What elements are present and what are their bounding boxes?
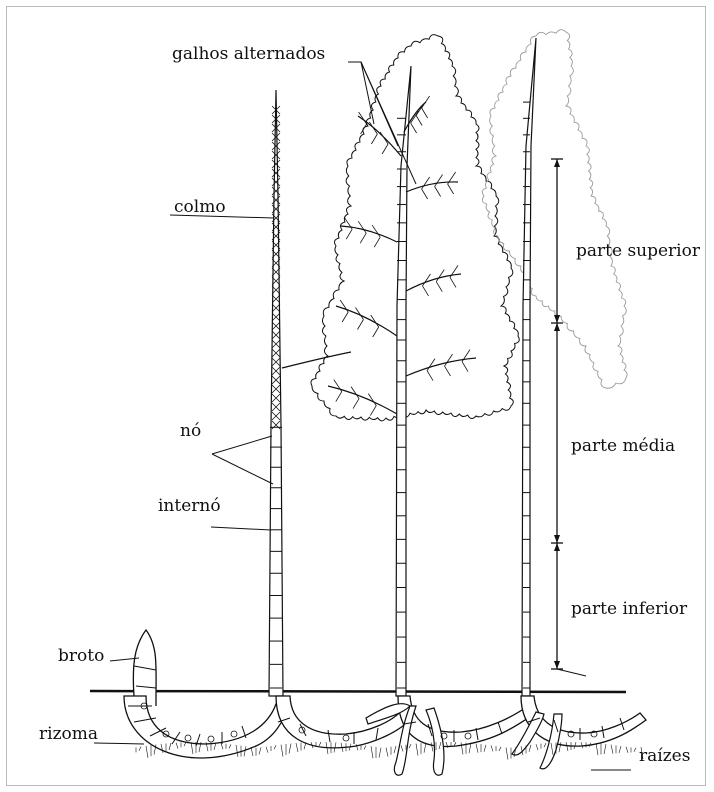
label-parte-superior: parte superior xyxy=(576,241,701,261)
label-interno: internó xyxy=(158,496,221,516)
diagram-frame: galhos alternados colmo nó internó parte… xyxy=(6,6,706,786)
ground-line xyxy=(90,691,626,692)
label-parte-media: parte média xyxy=(571,436,675,456)
label-galhos-alternados: galhos alternados xyxy=(172,44,325,64)
label-no: nó xyxy=(180,421,201,441)
bamboo-anatomy-diagram: galhos alternados colmo nó internó parte… xyxy=(6,6,706,786)
label-colmo: colmo xyxy=(174,197,226,217)
label-raizes: raízes xyxy=(639,746,690,766)
label-parte-inferior: parte inferior xyxy=(571,599,688,619)
label-broto: broto xyxy=(58,646,104,666)
label-rizoma: rizoma xyxy=(39,724,98,744)
diagram-border xyxy=(7,7,706,786)
